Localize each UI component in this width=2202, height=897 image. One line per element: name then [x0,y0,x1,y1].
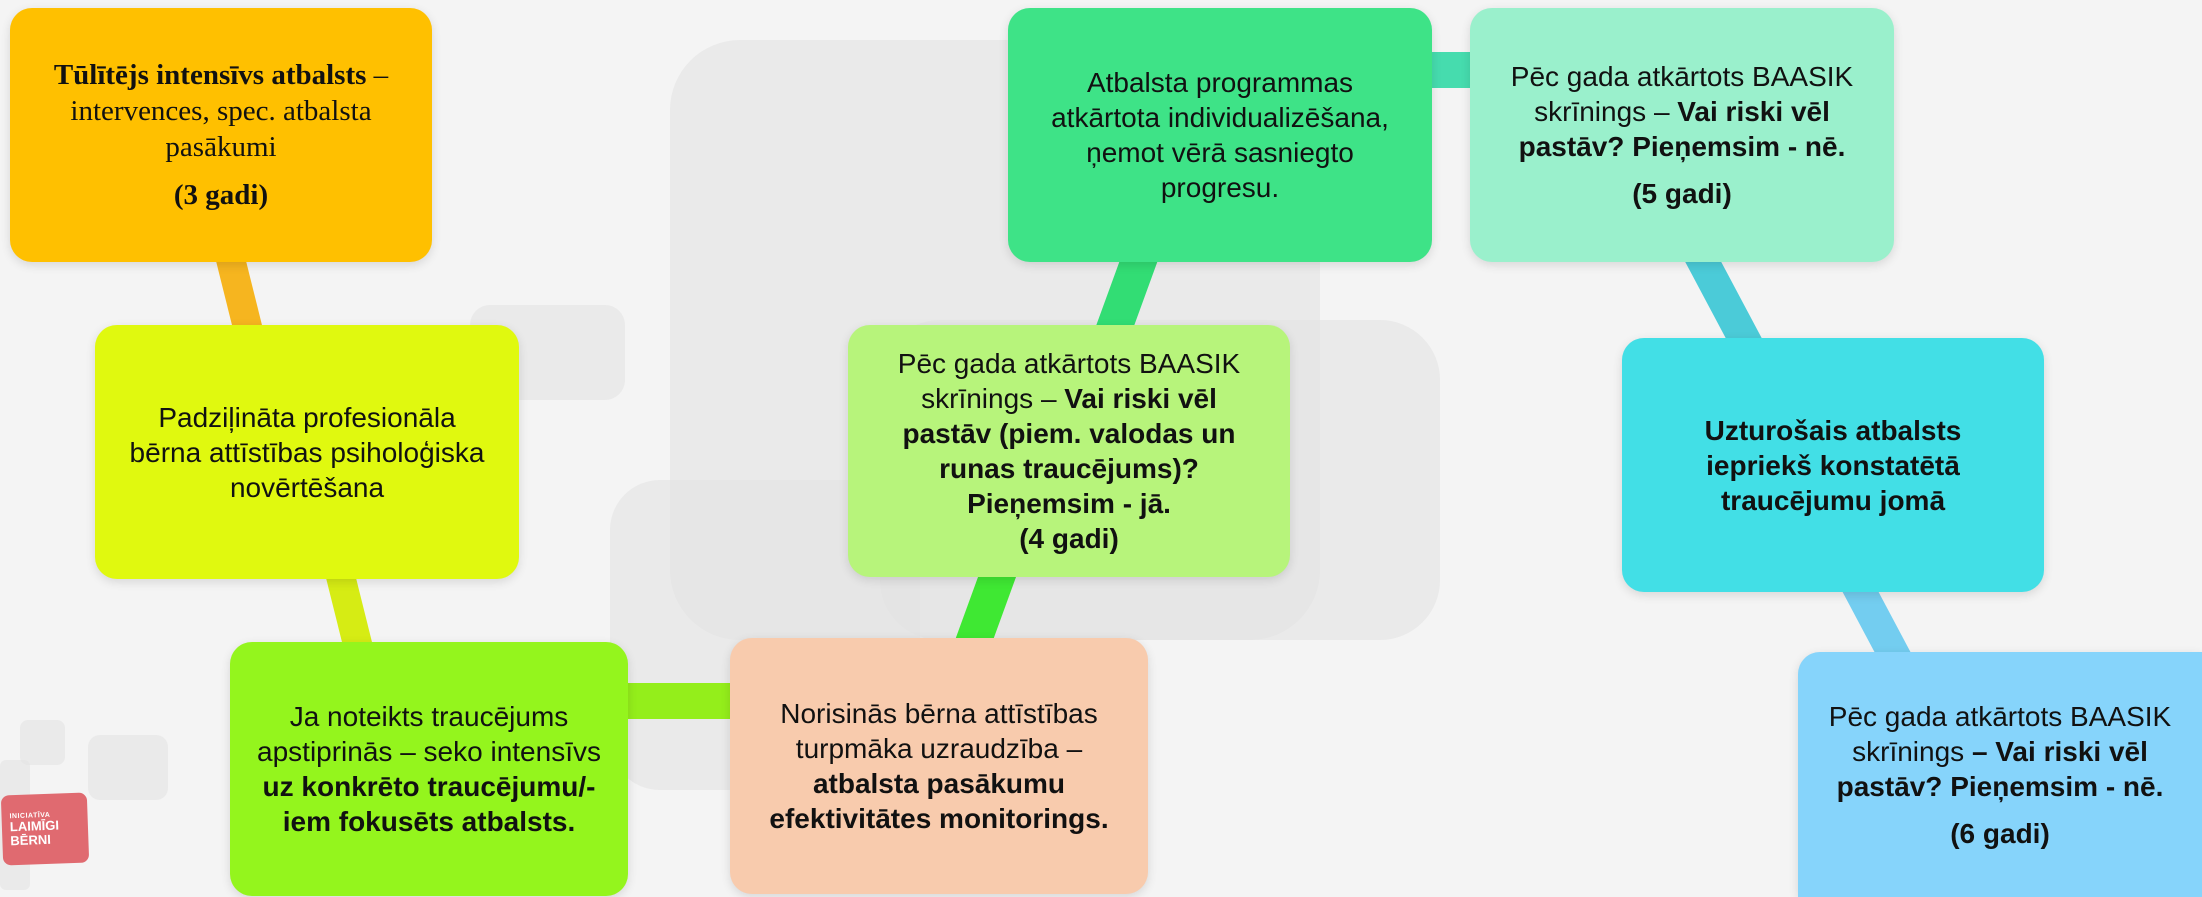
step-box-screening-year-5: Pēc gada atkārtots BAASIK skrīnings – Va… [1470,8,1894,262]
step-description: Pēc gada atkārtots BAASIK skrīnings – [897,348,1241,414]
connector [325,575,373,645]
step-text: Pēc gada atkārtots BAASIK skrīnings – Va… [1496,59,1868,164]
step-text: Padziļināta profesionāla bērna attīstība… [129,401,485,503]
step-description: Norisinās bērna attīstības turpmāka uzra… [780,698,1098,764]
step-box-psychological-assessment: Padziļināta profesionāla bērna attīstība… [95,325,519,579]
step-heading: Tūlītējs intensīvs atbalsts [53,58,367,91]
step-emphasis: uz konkrēto traucējumu/-iem fokusēts atb… [262,771,596,837]
step-emphasis: – Vai riski vēl pastāv? Pieņemsim - nē. [1836,735,2164,802]
step-heading: Uzturošais atbalsts iepriekš konstatētā … [1704,414,1962,516]
step-emphasis: atbalsta pasākumu efektivitātes monitori… [769,768,1109,834]
connector [626,683,736,719]
step-text: Uzturošais atbalsts iepriekš konstatētā … [1648,413,2018,518]
step-emphasis: Vai riski vēl pastāv? Pieņemsim - nē. [1518,96,1846,162]
background-shape [20,720,65,765]
background-shape [88,735,168,800]
years-label: (5 gadi) [1632,178,1732,209]
years-label: (3 gadi) [173,179,269,212]
step-years: (4 gadi) [1019,521,1119,556]
step-description: Ja noteikts traucējums apstiprinās – sek… [257,701,601,767]
step-text: Atbalsta programmas atkārtota individual… [1051,67,1389,203]
step-box-program-individualization: Atbalsta programmas atkārtota individual… [1008,8,1432,262]
step-box-maintenance-support: Uzturošais atbalsts iepriekš konstatētā … [1622,338,2044,592]
step-text: Norisinās bērna attīstības turpmāka uzra… [756,696,1122,836]
connector [1428,52,1472,88]
step-box-development-monitoring: Norisinās bērna attīstības turpmāka uzra… [730,638,1148,894]
step-years: (6 gadi) [1950,816,2050,851]
step-years: (3 gadi) [174,177,268,213]
logo-line-2: BĒRNI [10,831,52,848]
step-text: Tūlītējs intensīvs atbalsts – intervence… [36,57,406,166]
years-label: (4 gadi) [1019,523,1119,554]
connector [1685,262,1763,340]
step-text: Pēc gada atkārtots BAASIK skrīnings – Va… [874,346,1264,521]
step-years: (5 gadi) [1632,176,1732,211]
connector [215,258,263,328]
step-box-immediate-support: Tūlītējs intensīvs atbalsts – intervence… [10,8,432,262]
step-emphasis: Vai riski vēl pastāv (piem. valodas un r… [902,383,1236,519]
step-text: Ja noteikts traucējums apstiprinās – sek… [256,699,602,839]
step-box-screening-year-4: Pēc gada atkārtots BAASIK skrīnings – Va… [848,325,1290,577]
step-box-intensive-focused-support: Ja noteikts traucējums apstiprinās – sek… [230,642,628,896]
connector [1841,590,1911,652]
step-text: Pēc gada atkārtots BAASIK skrīnings – Va… [1824,699,2176,804]
step-description: – intervences, spec. atbalsta pasākumi [70,58,389,164]
years-label: (6 gadi) [1950,817,2050,849]
laimigi-berni-logo: INICIATĪVA LAIMĪGI BĒRNI [0,792,90,866]
step-description: Pēc gada atkārtots BAASIK skrīnings – [1510,61,1854,127]
step-box-screening-year-6: Pēc gada atkārtots BAASIK skrīnings – Va… [1798,652,2202,897]
step-description: Pēc gada atkārtots BAASIK skrīnings [1828,700,2172,767]
